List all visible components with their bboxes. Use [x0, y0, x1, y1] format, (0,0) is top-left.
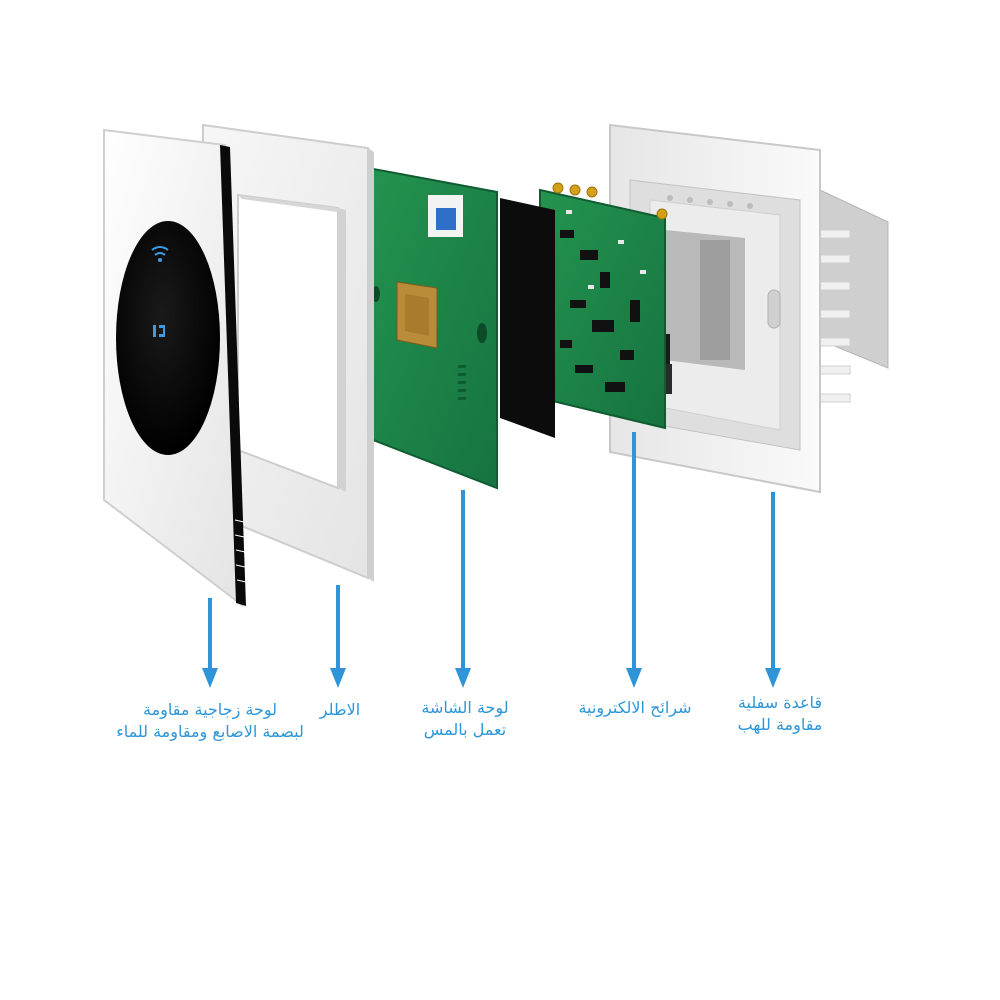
label-touch-board: لوحة الشاشة تعمل بالمس — [400, 697, 530, 741]
label-glass-panel-line2: لبصمة الاصابع ومقاومة للماء — [116, 722, 304, 741]
label-touch-board-line1: لوحة الشاشة — [421, 698, 509, 717]
glass-panel — [103, 128, 247, 608]
label-base: قاعدة سفلية مقاومة للهب — [720, 692, 840, 736]
label-glass-panel-line1: لوحة زجاجية مقاومة — [143, 700, 277, 719]
arrows — [202, 432, 781, 688]
temperature-readout-icon — [153, 325, 165, 337]
chips-board — [539, 182, 668, 430]
arrow-chips — [626, 432, 642, 688]
label-glass-panel: لوحة زجاجية مقاومة لبصمة الاصابع ومقاومة… — [80, 699, 340, 743]
label-frame: الاطلر — [290, 699, 390, 721]
touch-display-disc — [116, 221, 220, 455]
label-chips: شرائح الالكترونية — [555, 697, 715, 719]
frame — [202, 123, 374, 582]
label-frame-line1: الاطلر — [319, 700, 361, 719]
arrow-touch-board — [455, 490, 471, 688]
touch-display-board — [367, 166, 498, 490]
label-base-line2: مقاومة للهب — [737, 715, 823, 734]
label-chips-line1: شرائح الالكترونية — [578, 698, 692, 717]
arrow-glass-panel — [202, 598, 218, 688]
label-base-line1: قاعدة سفلية — [737, 693, 823, 712]
insulation-sheet — [500, 198, 555, 438]
arrow-base — [765, 492, 781, 688]
wifi-icon — [151, 246, 169, 256]
label-touch-board-line2: تعمل بالمس — [423, 720, 507, 739]
arrow-frame — [330, 585, 346, 688]
